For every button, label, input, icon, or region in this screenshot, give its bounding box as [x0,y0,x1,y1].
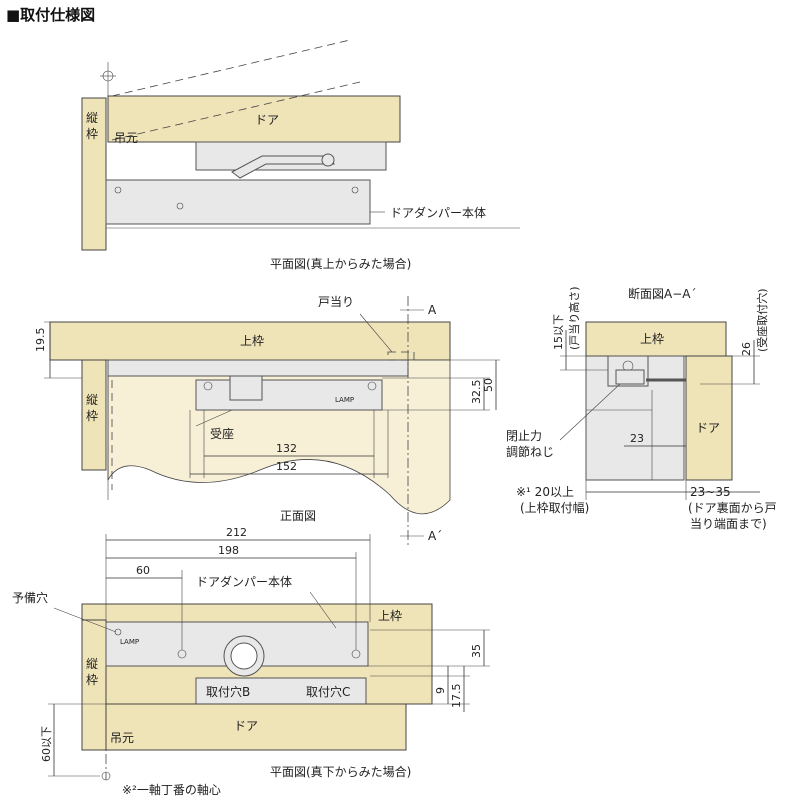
dim-212: 212 [226,526,247,539]
dim-23: 23 [630,432,644,445]
stop-label: 戸当り [318,295,354,309]
note1-line2: (上枠取付幅) [520,500,589,515]
brand-bottom: LAMP [120,638,139,646]
door-swing-line-2 [111,81,361,141]
dim-60-max: 60以下 [40,726,53,762]
head-label-bottom: 上枠 [378,609,402,623]
dim-19-5: 19.5 [34,328,47,353]
dim-152: 152 [276,460,297,473]
head-frame-section [585,321,727,357]
section-a-bottom: A´ [428,529,442,543]
frame-label-top-2: 枠 [86,127,98,141]
frame-label-top-1: 縦 [86,111,98,125]
dim-32-5: 32.5 [470,380,483,405]
vertical-frame-top [81,97,107,251]
plan-view-bottom: LAMP 予備穴 縦 枠 上枠 吊元 ドア ドアダンパー本体 取付穴B 取付穴C… [12,526,490,797]
section-a-top: A [428,303,437,317]
vertical-frame-bottom [81,619,107,751]
door-slab-top [107,95,401,143]
dim-15: 15以下 [552,314,565,350]
door-slab-bottom [105,703,407,751]
section-view: 断面図A−A´ 上枠 ドア 15以下 (戸当り高さ) 26 (受座取付穴) 23… [506,286,777,531]
frame-label-front-1: 縦 [86,393,98,407]
dim-17-5: 17.5 [450,684,463,709]
mounting-plate [195,677,367,705]
hole-b-label: 取付穴B [206,684,250,699]
door-label-top: ドア [255,113,279,127]
head-label-front: 上枠 [240,334,264,348]
damper-label-bottom: ドアダンパー本体 [196,574,292,589]
dim-50: 50 [482,378,495,392]
head-label-section: 上枠 [640,332,664,346]
dim-132: 132 [276,442,297,455]
vertical-frame-front [81,359,107,471]
door-label-section: ドア [696,421,720,435]
front-view: LAMP A A´ 戸当り 上枠 縦 枠 受座 正面図 19.5 32.5 50 [34,295,500,548]
dim-23-35: 23~35 [690,485,731,499]
hole-c-label: 取付穴C [306,684,350,699]
plan-view-top: 縦 枠 吊元 ドア ドアダンパー本体 平面図(真上からみた場合) [81,39,520,271]
door-swing-line-1 [111,39,351,97]
dim-15-note: (戸当り高さ) [567,286,581,350]
frame-label-front-2: 枠 [86,409,98,423]
seat-label: 受座 [210,426,234,441]
top-strip [107,359,409,377]
frame-label-bottom-2: 枠 [86,673,98,687]
damper-body-top [105,179,371,225]
plan-top-caption: 平面図(真上からみた場合) [270,256,411,271]
dim-23-35-note2: 当り端面まで) [690,517,767,531]
plan-bottom-caption: 平面図(真下からみた場合) [270,764,411,779]
door-label-bottom: ドア [234,719,258,733]
section-caption: 断面図A−A´ [628,286,696,301]
adjust-label-1: 閉止力 [506,429,542,443]
front-caption: 正面図 [280,509,316,523]
dim-23-35-note1: (ドア裏面から戸 [688,500,777,515]
door-section [685,355,733,481]
dim-35: 35 [470,644,483,658]
dim-9: 9 [434,687,447,694]
hanger-label-bottom: 吊元 [110,731,134,745]
dim-60: 60 [136,564,150,577]
note2-label: ※²一軸丁番の軸心 [122,783,221,797]
dim-26-note: (受座取付穴) [755,288,769,352]
dim-26: 26 [740,342,753,356]
damper-label-top: ドアダンパー本体 [390,205,486,220]
damper-body-front [195,379,383,411]
hinge-axis-marker-bottom [101,771,111,781]
damper-arm [231,155,335,179]
spare-hole-label: 予備穴 [12,590,48,605]
hanger-label-top: 吊元 [114,131,138,145]
adjust-label-2: 調節ねじ [506,444,554,459]
dim-198: 198 [218,544,239,557]
frame-label-bottom-1: 縦 [86,657,98,671]
note1-line1: ※¹ 20以上 [516,485,574,499]
drawing-title: ■取付仕様図 [6,6,95,24]
brand-front: LAMP [335,396,354,404]
